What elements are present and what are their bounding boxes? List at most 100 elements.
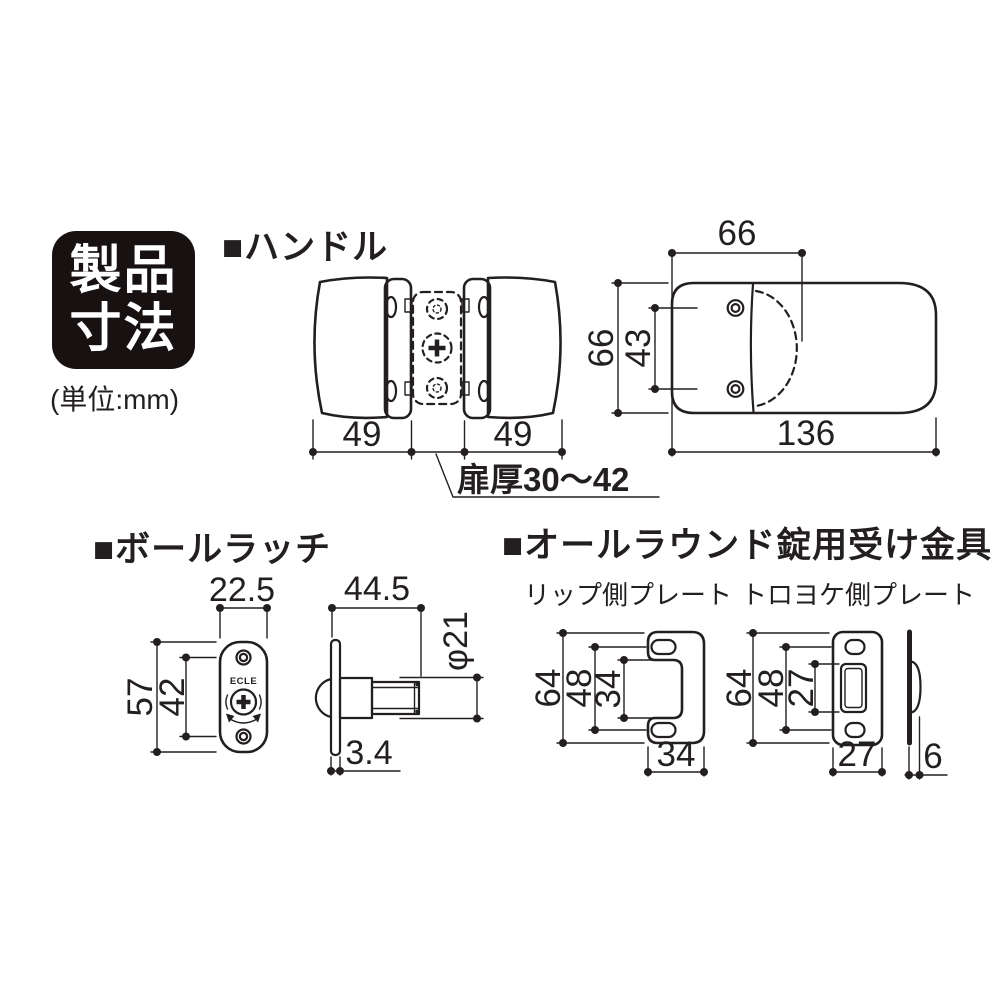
latch-adjuster-arcs <box>225 694 262 724</box>
hidden-fastener-top-inner <box>432 304 442 314</box>
dim-dot <box>417 604 425 612</box>
latch-clip-bottom-left <box>404 381 413 396</box>
dim-extensions <box>746 632 883 777</box>
latch-brand-mark: ECLE <box>230 676 257 687</box>
latch-arrow-left <box>226 713 235 723</box>
latch-plate-edge <box>329 638 342 757</box>
dim-dot <box>153 638 161 646</box>
ball-latch-section-title: ■ボールラッチ <box>93 530 332 569</box>
badge-line-2: 寸法 <box>69 300 178 358</box>
latch-clip-top-right <box>461 298 470 313</box>
dim-dot <box>473 673 481 682</box>
dim-dot <box>558 448 566 456</box>
lip-plate-view: 64 48 34 34 <box>529 629 708 777</box>
door-section-dashed <box>411 290 463 406</box>
dim-handle-screw-pitch: 43 <box>619 329 658 368</box>
dim-latch-plate-thickness: 3.4 <box>345 734 392 772</box>
ball-latch-front-view: ECLE 22.5 57 42 <box>121 571 275 756</box>
door-thickness-leader <box>435 453 660 498</box>
dim-dot <box>473 714 481 723</box>
dim-dot <box>782 726 790 734</box>
profile-bump <box>909 660 922 714</box>
latch-barrel-detail <box>371 681 420 715</box>
dim-lip-screw-pitch: 48 <box>560 669 599 708</box>
handle-right-screw-top <box>477 295 491 319</box>
latch-screw-top-inner <box>238 652 249 663</box>
trough-plate-side-profile: 6 <box>904 629 948 780</box>
trough-plate-outline <box>831 630 884 747</box>
dim-dot <box>614 279 622 287</box>
trough-plate-view: 64 48 27 27 <box>720 629 886 777</box>
latch-screw-bottom <box>235 728 252 745</box>
latch-collar <box>338 676 374 720</box>
dim-dot <box>878 768 886 776</box>
latch-clip-bottom-right <box>461 381 470 396</box>
dim-dot <box>591 643 599 651</box>
lip-screw-slot-bottom <box>650 721 677 739</box>
dim-lip-width: 34 <box>657 735 696 774</box>
dim-dot <box>309 448 317 456</box>
handle-section-title: ■ハンドル <box>222 228 389 267</box>
trough-slot-outer <box>839 662 868 714</box>
dim-extensions <box>150 607 268 753</box>
front-screw-bottom <box>726 380 745 398</box>
dim-dot <box>644 768 652 776</box>
latch-adjuster-circle <box>229 688 258 716</box>
dim-handle-right-width: 49 <box>494 415 533 454</box>
dim-latch-screw-pitch: 42 <box>153 678 192 717</box>
dim-dot <box>668 448 676 456</box>
dim-dot <box>749 629 757 637</box>
barrel-pin-bottom <box>415 709 419 714</box>
dim-dot <box>700 768 708 776</box>
latch-arrow-right <box>252 713 261 723</box>
handle-front-plate-edge <box>749 282 755 414</box>
dim-latch-plate-height: 57 <box>121 678 160 717</box>
handle-grip-dashed-arc <box>754 289 798 408</box>
handle-right-screw-bottom <box>477 379 491 403</box>
dim-dot <box>182 732 190 741</box>
dim-extensions <box>330 607 484 776</box>
dim-trough-slot-height: 27 <box>782 669 821 708</box>
dim-trough-height: 64 <box>720 669 759 708</box>
handle-front-outline <box>670 281 938 415</box>
front-screw-bottom-inner <box>730 384 741 395</box>
dim-dot <box>614 409 622 417</box>
dim-dot <box>327 767 335 775</box>
latch-screw-top <box>235 649 252 666</box>
dim-door-thickness: 扉厚30～42 <box>457 461 629 498</box>
dim-trough-width: 27 <box>838 735 877 774</box>
dim-lip-notch-height: 34 <box>589 670 628 709</box>
dim-dot <box>932 448 940 456</box>
latch-ball <box>314 677 333 719</box>
dim-dot <box>651 304 659 312</box>
latch-screw-bottom-inner <box>238 731 249 742</box>
handle-left-body <box>313 276 389 420</box>
dim-dot <box>620 714 628 722</box>
strike-fittings-section-title: ■オールラウンド錠用受け金具 <box>502 526 993 565</box>
dim-latch-barrel-diameter: φ21 <box>437 611 475 671</box>
dim-extensions <box>312 419 563 460</box>
dim-latch-body-depth: 44.5 <box>344 570 410 608</box>
dim-dot <box>749 739 757 747</box>
dim-dot <box>153 748 161 756</box>
trough-screw-slot-top <box>844 638 866 656</box>
dim-latch-plate-width: 22.5 <box>209 571 275 609</box>
handle-right-body <box>486 276 562 420</box>
trough-slot-inner <box>844 667 863 709</box>
front-screw-top-inner <box>730 303 741 314</box>
dim-dot <box>811 708 819 716</box>
lip-plate-label: リップ側プレート <box>524 580 733 610</box>
dim-dot <box>811 660 819 668</box>
ball-latch-side-view: 44.5 φ21 3.4 <box>314 570 484 776</box>
hidden-fastener-bottom <box>425 376 449 400</box>
dim-dot <box>216 604 224 612</box>
dim-dot <box>668 249 676 257</box>
lip-screw-slot-top <box>650 638 677 656</box>
dim-dot <box>915 771 924 779</box>
unit-note: (単位:mm) <box>50 384 180 415</box>
latch-adjuster-cross <box>236 695 251 709</box>
lip-plate-outline <box>646 630 706 745</box>
handle-left-plate <box>383 277 413 420</box>
